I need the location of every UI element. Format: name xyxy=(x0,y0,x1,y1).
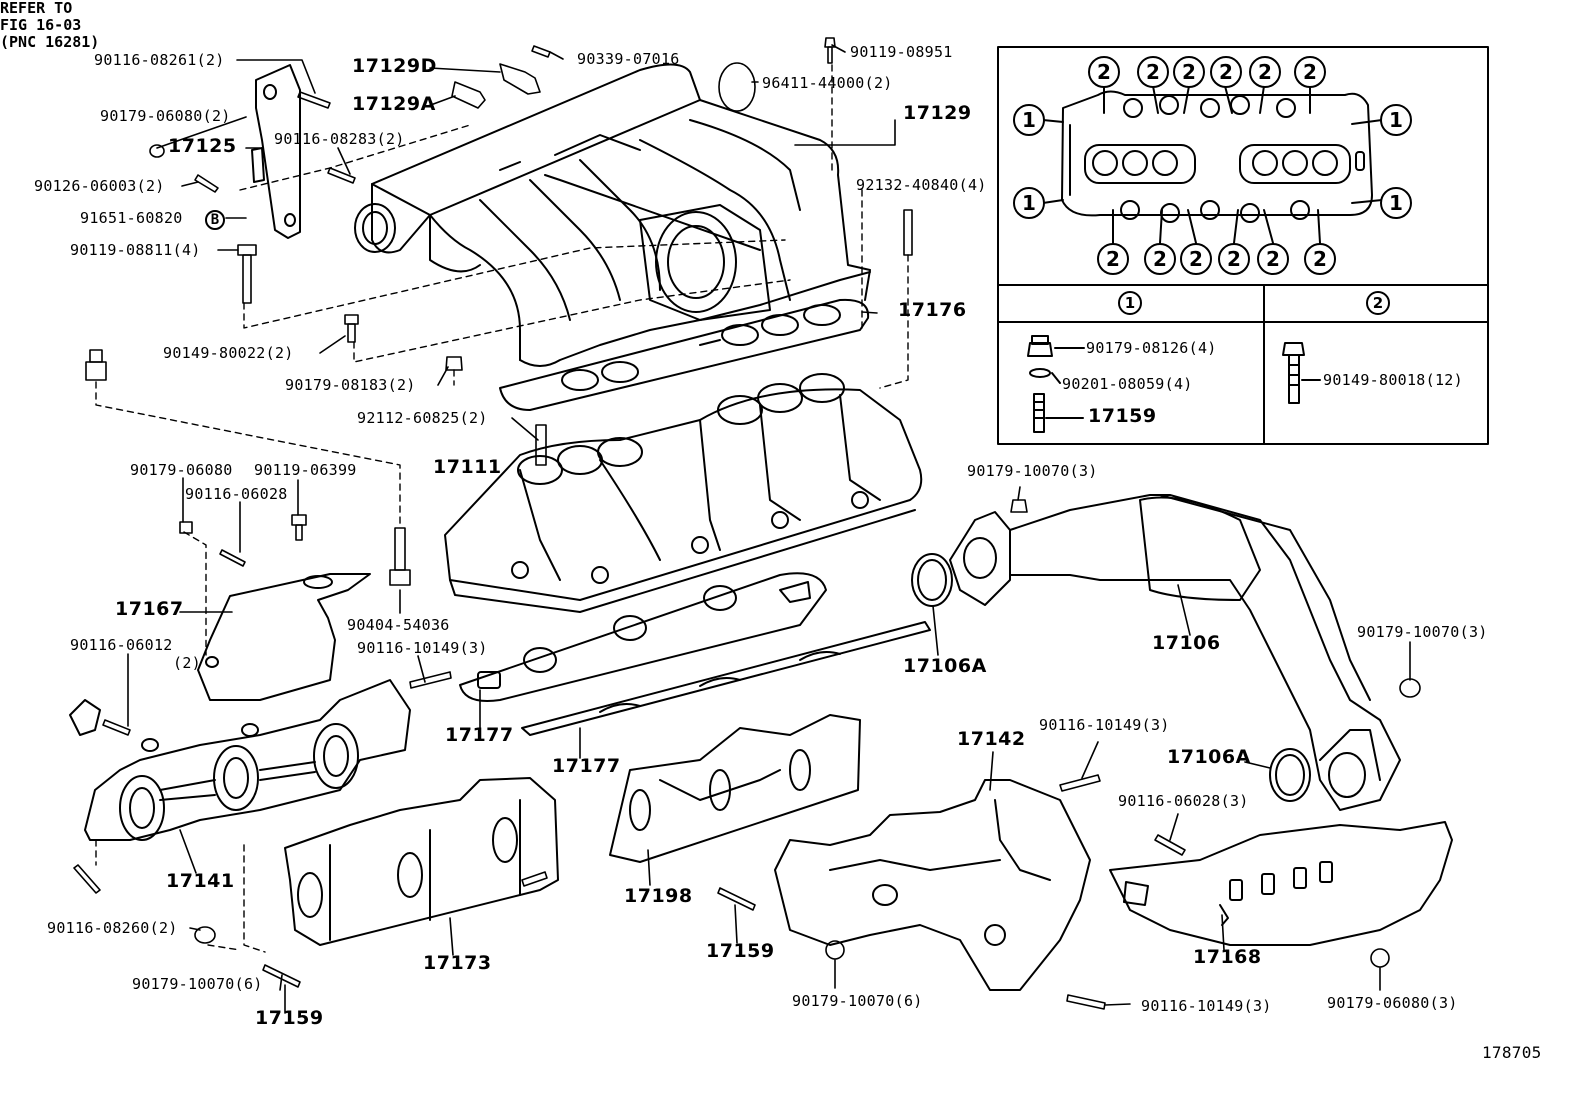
intake-gasket-drawing xyxy=(459,572,827,702)
part-label-17198: 17198 xyxy=(624,885,693,907)
part-label-91651-60820: 91651-60820 xyxy=(80,209,183,227)
part-label-17141: 17141 xyxy=(166,870,235,892)
part-label-90179-10070-3a: 90179-10070(3) xyxy=(967,462,1098,480)
part-label-17106A-a: 17106A xyxy=(903,655,987,677)
marker-b: B xyxy=(205,210,225,230)
inset-callout-1: 1 xyxy=(1380,104,1412,136)
part-label-17177-b: 17177 xyxy=(552,755,621,777)
inset-part-90201-08059: 90201-08059(4) xyxy=(1062,375,1193,393)
part-label-17167: 17167 xyxy=(115,598,184,620)
front-pipe-drawing xyxy=(949,494,1401,811)
part-label-paren2: (2) xyxy=(173,654,201,672)
part-label-17129A: 17129A xyxy=(352,93,436,115)
part-label-90179-10070-6a: 90179-10070(6) xyxy=(132,975,263,993)
inset-col-header-2: 2 xyxy=(1366,291,1390,315)
part-label-17106: 17106 xyxy=(1152,632,1221,654)
part-label-90339-07016: 90339-07016 xyxy=(577,50,680,68)
part-label-90179-08183: 90179-08183(2) xyxy=(285,376,416,394)
inset-col-header-1: 1 xyxy=(1118,291,1142,315)
part-label-17159-b: 17159 xyxy=(706,940,775,962)
heat-shield-drawing xyxy=(197,573,371,701)
part-label-90179-10070-3b: 90179-10070(3) xyxy=(1357,623,1488,641)
part-label-17125: 17125 xyxy=(168,135,237,157)
part-label-90116-08283: 90116-08283(2) xyxy=(274,130,405,148)
inset-callout-1: 1 xyxy=(1013,187,1045,219)
assembly-lines xyxy=(95,64,909,953)
part-label-90126-06003: 90126-06003(2) xyxy=(34,177,165,195)
part-label-92112-60825: 92112-60825(2) xyxy=(357,409,488,427)
inset-callout-2: 2 xyxy=(1304,243,1336,275)
hardware xyxy=(73,37,1421,1010)
exhaust-heat-shield-right-drawing xyxy=(1109,821,1453,946)
exhaust-manifold-left-drawing xyxy=(69,679,411,841)
inset-callout-2: 2 xyxy=(1137,56,1169,88)
part-label-90119-08951: 90119-08951 xyxy=(850,43,953,61)
diagram-id: 178705 xyxy=(1482,1043,1542,1062)
part-label-17177-a: 17177 xyxy=(445,724,514,746)
inset-box xyxy=(997,46,1489,445)
part-label-90116-06012: 90116-06012 xyxy=(70,636,173,654)
intake-plenum-drawing xyxy=(354,63,871,367)
inset-part-90149-80018: 90149-80018(12) xyxy=(1323,371,1463,389)
inset-callout-2: 2 xyxy=(1173,56,1205,88)
part-label-17168: 17168 xyxy=(1193,946,1262,968)
inset-callout-2: 2 xyxy=(1210,56,1242,88)
part-label-17129: 17129 xyxy=(903,102,972,124)
part-label-96411-44000: 96411-44000(2) xyxy=(762,74,893,92)
intake-manifold-drawing xyxy=(444,373,923,613)
inset-callout-2: 2 xyxy=(1294,56,1326,88)
part-label-90179-06080-2: 90179-06080(2) xyxy=(100,107,231,125)
exhaust-heat-shield-left-drawing xyxy=(284,777,559,946)
inset-part-17159: 17159 xyxy=(1088,405,1157,427)
inset-callout-1: 1 xyxy=(1380,187,1412,219)
part-label-90119-06399: 90119-06399 xyxy=(254,461,357,479)
part-label-17111: 17111 xyxy=(433,456,502,478)
inset-callout-2: 2 xyxy=(1144,243,1176,275)
inset-callout-2: 2 xyxy=(1088,56,1120,88)
inset-callout-2: 2 xyxy=(1218,243,1250,275)
part-label-90116-10149-c: 90116-10149(3) xyxy=(1141,997,1272,1015)
part-label-90119-08811: 90119-08811(4) xyxy=(70,241,201,259)
part-label-17142: 17142 xyxy=(957,728,1026,750)
part-label-90179-10070-6b: 90179-10070(6) xyxy=(792,992,923,1010)
inset-callout-1: 1 xyxy=(1013,104,1045,136)
part-label-90116-10149-b: 90116-10149(3) xyxy=(1039,716,1170,734)
plenum-gasket-drawing xyxy=(499,298,870,411)
part-label-92132-40840: 92132-40840(4) xyxy=(856,176,987,194)
part-label-90404-54036: 90404-54036 xyxy=(347,616,450,634)
inset-callout-2: 2 xyxy=(1097,243,1129,275)
part-label-90116-06028-3: 90116-06028(3) xyxy=(1118,792,1249,810)
part-label-90116-08260: 90116-08260(2) xyxy=(47,919,178,937)
inset-callout-2: 2 xyxy=(1249,56,1281,88)
ring-gasket-a xyxy=(911,553,953,607)
part-label-90149-80022: 90149-80022(2) xyxy=(163,344,294,362)
bracket-drawing xyxy=(251,64,301,239)
ring-gasket-b xyxy=(1269,748,1311,802)
exhaust-manifold-right-drawing xyxy=(774,779,1091,991)
inset-callout-2: 2 xyxy=(1180,243,1212,275)
part-label-17106A-b: 17106A xyxy=(1167,746,1251,768)
part-label-90179-06080-3: 90179-06080(3) xyxy=(1327,994,1458,1012)
inset-callout-2: 2 xyxy=(1257,243,1289,275)
part-label-17159-a: 17159 xyxy=(255,1007,324,1029)
part-label-17129D: 17129D xyxy=(352,55,437,77)
part-label-90179-06080: 90179-06080 xyxy=(130,461,233,479)
part-label-17173: 17173 xyxy=(423,952,492,974)
part-label-90116-10149-a: 90116-10149(3) xyxy=(357,639,488,657)
part-label-90116-06028: 90116-06028 xyxy=(185,485,288,503)
refer-note: REFER TO FIG 16-03 (PNC 16281) xyxy=(0,0,100,51)
part-label-17176: 17176 xyxy=(898,299,967,321)
inset-part-90179-08126: 90179-08126(4) xyxy=(1086,339,1217,357)
exhaust-gasket-drawing xyxy=(609,714,861,863)
thin-gasket-drawing xyxy=(521,621,931,736)
leader-lines xyxy=(127,44,1411,1014)
part-label-90116-08261: 90116-08261(2) xyxy=(94,51,225,69)
